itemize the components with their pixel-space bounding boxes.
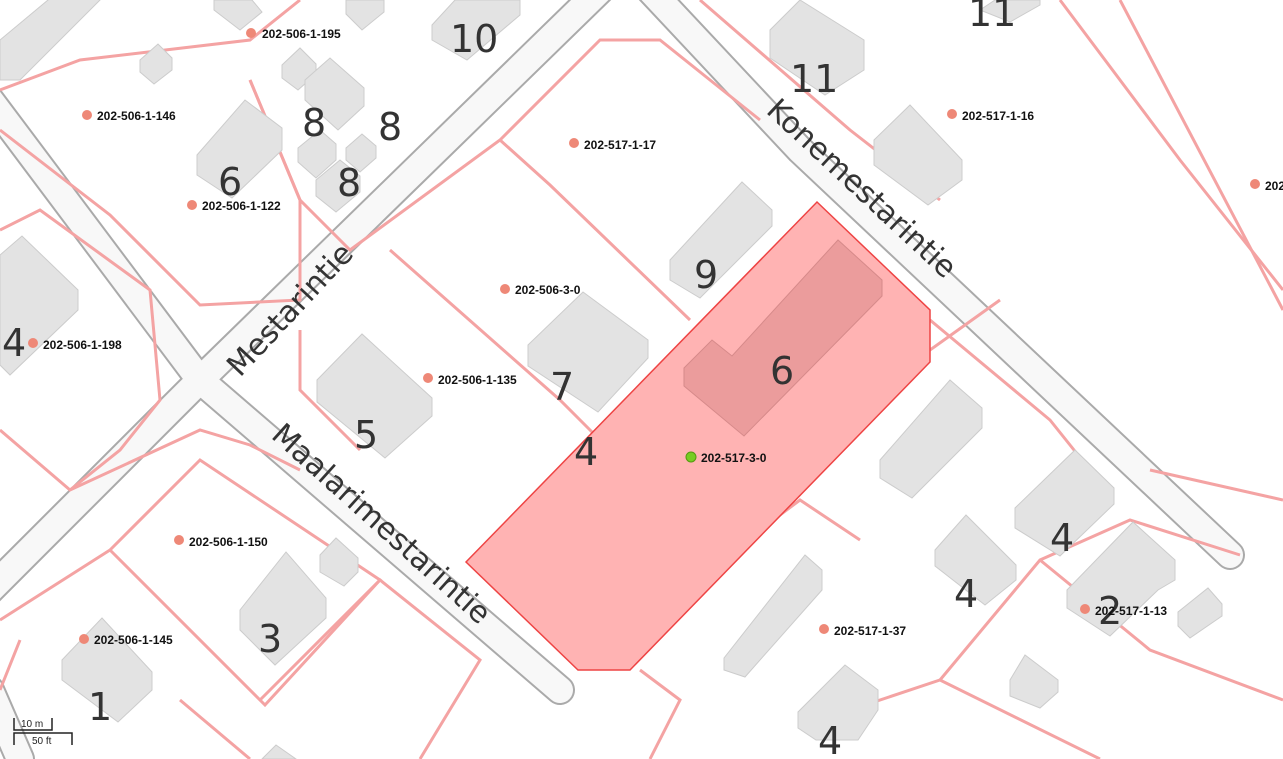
house-number: 1: [88, 685, 112, 729]
parcel-marker[interactable]: [82, 110, 92, 120]
parcel-label: 202-517-1-13: [1095, 604, 1167, 618]
building: [1009, 654, 1059, 709]
house-number: 9: [694, 253, 718, 297]
buildings: [0, 0, 1223, 759]
parcel-label: 202-506-3-0: [515, 283, 581, 297]
parcel-marker[interactable]: [569, 138, 579, 148]
building: [797, 664, 879, 741]
building: [345, 133, 377, 173]
building: [0, 0, 101, 81]
parcel-label: 202-506-1-195: [262, 27, 341, 41]
parcel-marker[interactable]: [79, 634, 89, 644]
parcel-label: 202-517-1-17: [584, 138, 656, 152]
house-number: 4: [574, 430, 598, 474]
building: [297, 129, 337, 179]
house-number: 4: [1050, 516, 1074, 560]
parcel-label: 202-506-1-135: [438, 373, 517, 387]
building: [316, 333, 433, 459]
parcel-label: 202-517-1-37: [834, 624, 906, 638]
building: [934, 514, 1017, 606]
parcel-marker[interactable]: [1250, 179, 1260, 189]
building: [1014, 449, 1115, 557]
building: [319, 537, 359, 587]
building: [304, 57, 365, 131]
building: [345, 0, 385, 31]
building: [527, 291, 649, 413]
building: [978, 0, 1041, 23]
building: [0, 235, 79, 376]
building: [239, 551, 327, 666]
scale-metric: 10 m: [21, 719, 43, 730]
building: [431, 0, 521, 61]
parcel-marker[interactable]: [246, 28, 256, 38]
parcel-marker[interactable]: [423, 373, 433, 383]
roads: [0, 0, 1245, 759]
house-number: 8: [378, 105, 402, 149]
house-number: 8: [302, 101, 326, 145]
building: [261, 744, 297, 759]
parcel-marker[interactable]: [1080, 604, 1090, 614]
parcel-marker[interactable]: [819, 624, 829, 634]
house-number: 6: [770, 349, 794, 393]
house-number: 10: [450, 17, 498, 61]
parcel-label: 202-506-1-146: [97, 109, 176, 123]
house-number: 7: [550, 365, 574, 409]
house-number: 11: [968, 0, 1016, 35]
house-number: 11: [790, 57, 838, 101]
building: [139, 43, 173, 85]
house-number: 6: [218, 160, 242, 204]
building: [213, 0, 263, 31]
building: [879, 379, 983, 499]
building: [196, 99, 283, 199]
house-numbers: 10 11 11 8 8 8 6 4 9 6 7 5 4 3 1 4 4 2 4: [2, 0, 1122, 759]
selected-building: [683, 239, 883, 437]
parcel-label: 202-506-1-150: [189, 535, 268, 549]
parcel-label: 202-506-1-198: [43, 338, 122, 352]
parcel-label: 202-517-1-16: [962, 109, 1034, 123]
parcel-marker[interactable]: [947, 109, 957, 119]
parcel-marker[interactable]: [500, 284, 510, 294]
house-number: 4: [954, 572, 978, 616]
building: [723, 554, 823, 678]
parcel-marker[interactable]: [28, 338, 38, 348]
house-number: 5: [354, 413, 378, 457]
scale-bar: 10 m 50 ft: [13, 718, 73, 747]
scale-imperial: 50 ft: [32, 736, 52, 747]
parcel-label: 202-506-1-122: [202, 199, 281, 213]
building: [769, 0, 865, 96]
house-number: 4: [2, 321, 26, 365]
building: [873, 104, 963, 206]
parcel-label: 202-517-3-0: [701, 451, 767, 465]
parcel-label: 202: [1265, 179, 1283, 193]
building: [1177, 587, 1223, 639]
parcel-marker[interactable]: [174, 535, 184, 545]
house-number: 2: [1098, 589, 1122, 633]
building: [1066, 521, 1176, 637]
parcel-markers: 202-506-1-195 202-506-1-146 202-506-1-12…: [28, 27, 1283, 647]
selected-parcel-marker[interactable]: [685, 451, 697, 463]
parcel-marker[interactable]: [187, 200, 197, 210]
parcel-label: 202-506-1-145: [94, 633, 173, 647]
house-number: 8: [337, 161, 361, 205]
house-number: 3: [258, 617, 282, 661]
building: [315, 159, 361, 213]
building: [61, 617, 153, 723]
house-number: 4: [818, 719, 842, 759]
building: [669, 181, 773, 299]
